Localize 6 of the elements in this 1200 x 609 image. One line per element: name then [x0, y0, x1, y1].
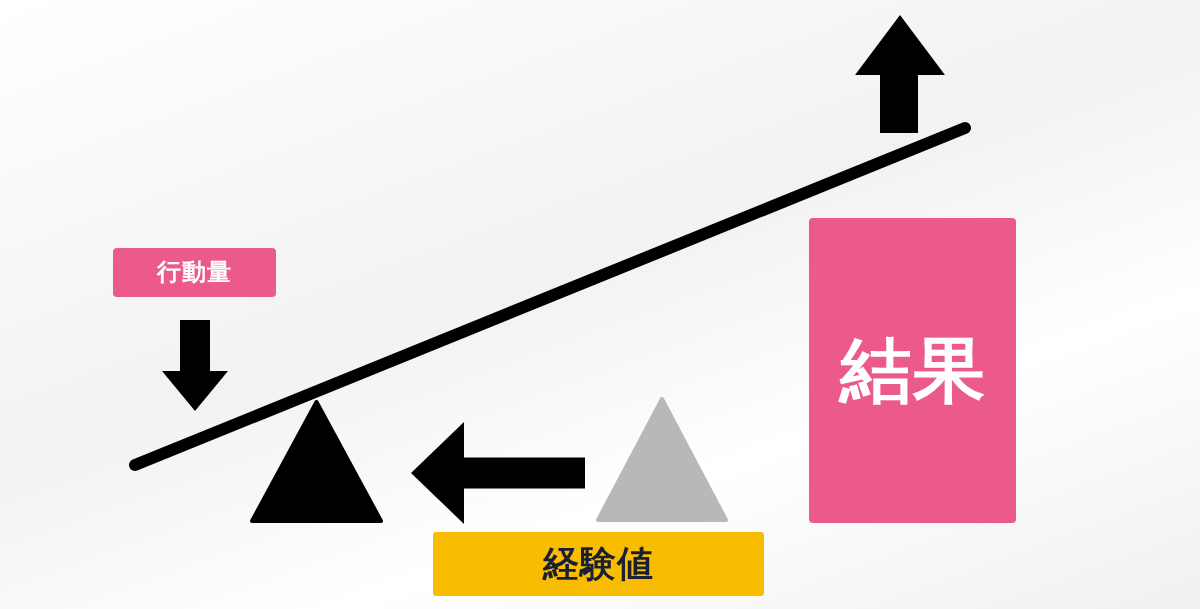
- label-box: 経験値: [433, 532, 764, 596]
- fulcrum-triangle: [250, 400, 383, 523]
- block-arrow: [411, 422, 585, 524]
- tag-box: 行動量: [113, 248, 276, 297]
- fulcrum-triangle: [596, 397, 728, 522]
- result-box: 結果: [809, 218, 1016, 523]
